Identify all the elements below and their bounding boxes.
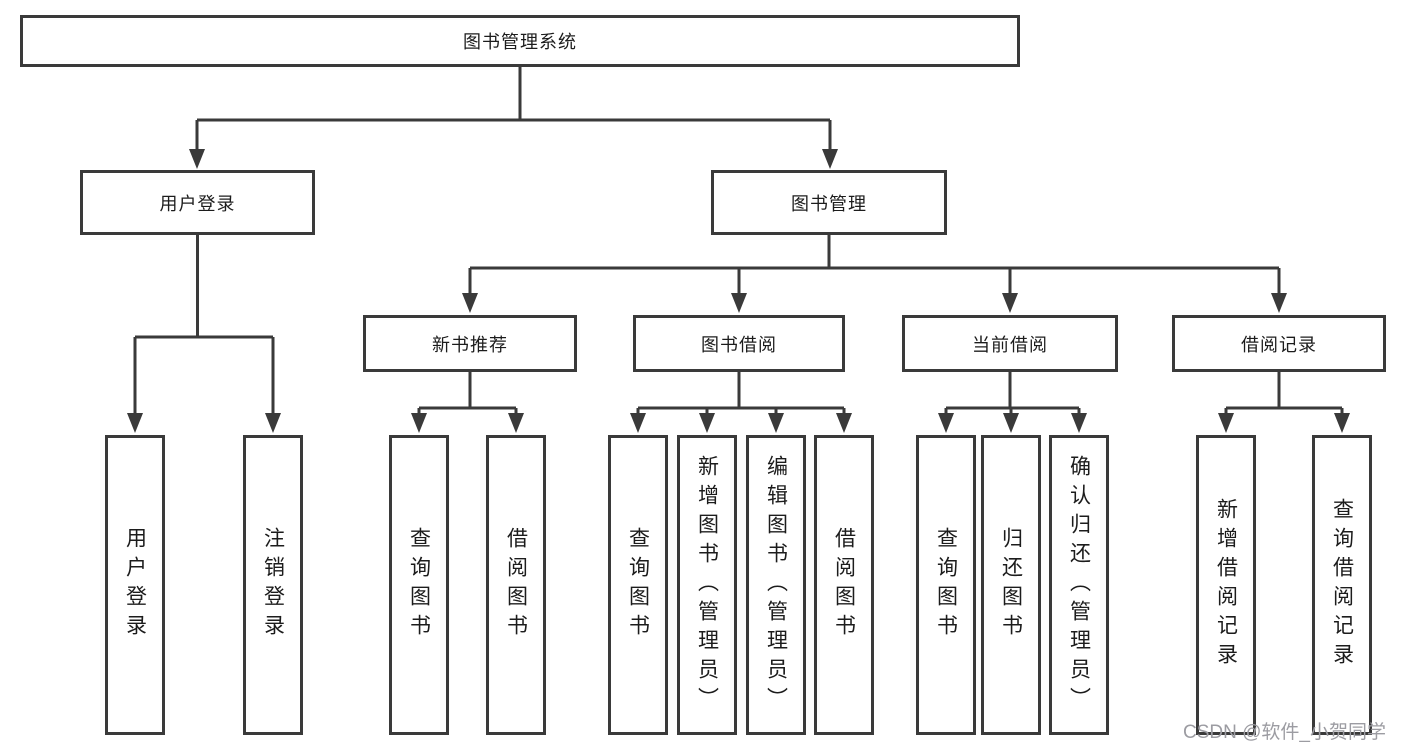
leaf-user-login: 用户登录 bbox=[105, 435, 165, 735]
node-borrow-records: 借阅记录 bbox=[1172, 315, 1386, 372]
leaf-confirm-return-admin: 确认归还（管理员） bbox=[1049, 435, 1109, 735]
leaf-query-books-current: 查询图书 bbox=[916, 435, 976, 735]
node-user-login: 用户登录 bbox=[80, 170, 315, 235]
node-book-management: 图书管理 bbox=[711, 170, 947, 235]
leaf-return-book: 归还图书 bbox=[981, 435, 1041, 735]
node-root: 图书管理系统 bbox=[20, 15, 1020, 67]
csdn-watermark: CSDN @软件_小贺同学 bbox=[1183, 722, 1386, 743]
leaf-add-book-admin: 新增图书（管理员） bbox=[677, 435, 737, 735]
leaf-add-borrow-record: 新增借阅记录 bbox=[1196, 435, 1256, 735]
leaf-logout: 注销登录 bbox=[243, 435, 303, 735]
node-current-borrow: 当前借阅 bbox=[902, 315, 1118, 372]
leaf-borrow-books-recommend: 借阅图书 bbox=[486, 435, 546, 735]
node-book-borrow: 图书借阅 bbox=[633, 315, 845, 372]
leaf-edit-book-admin: 编辑图书（管理员） bbox=[746, 435, 806, 735]
leaf-query-books-borrow: 查询图书 bbox=[608, 435, 668, 735]
leaf-query-borrow-record: 查询借阅记录 bbox=[1312, 435, 1372, 735]
leaf-query-books-recommend: 查询图书 bbox=[389, 435, 449, 735]
node-new-book-recommend: 新书推荐 bbox=[363, 315, 577, 372]
leaf-borrow-books: 借阅图书 bbox=[814, 435, 874, 735]
